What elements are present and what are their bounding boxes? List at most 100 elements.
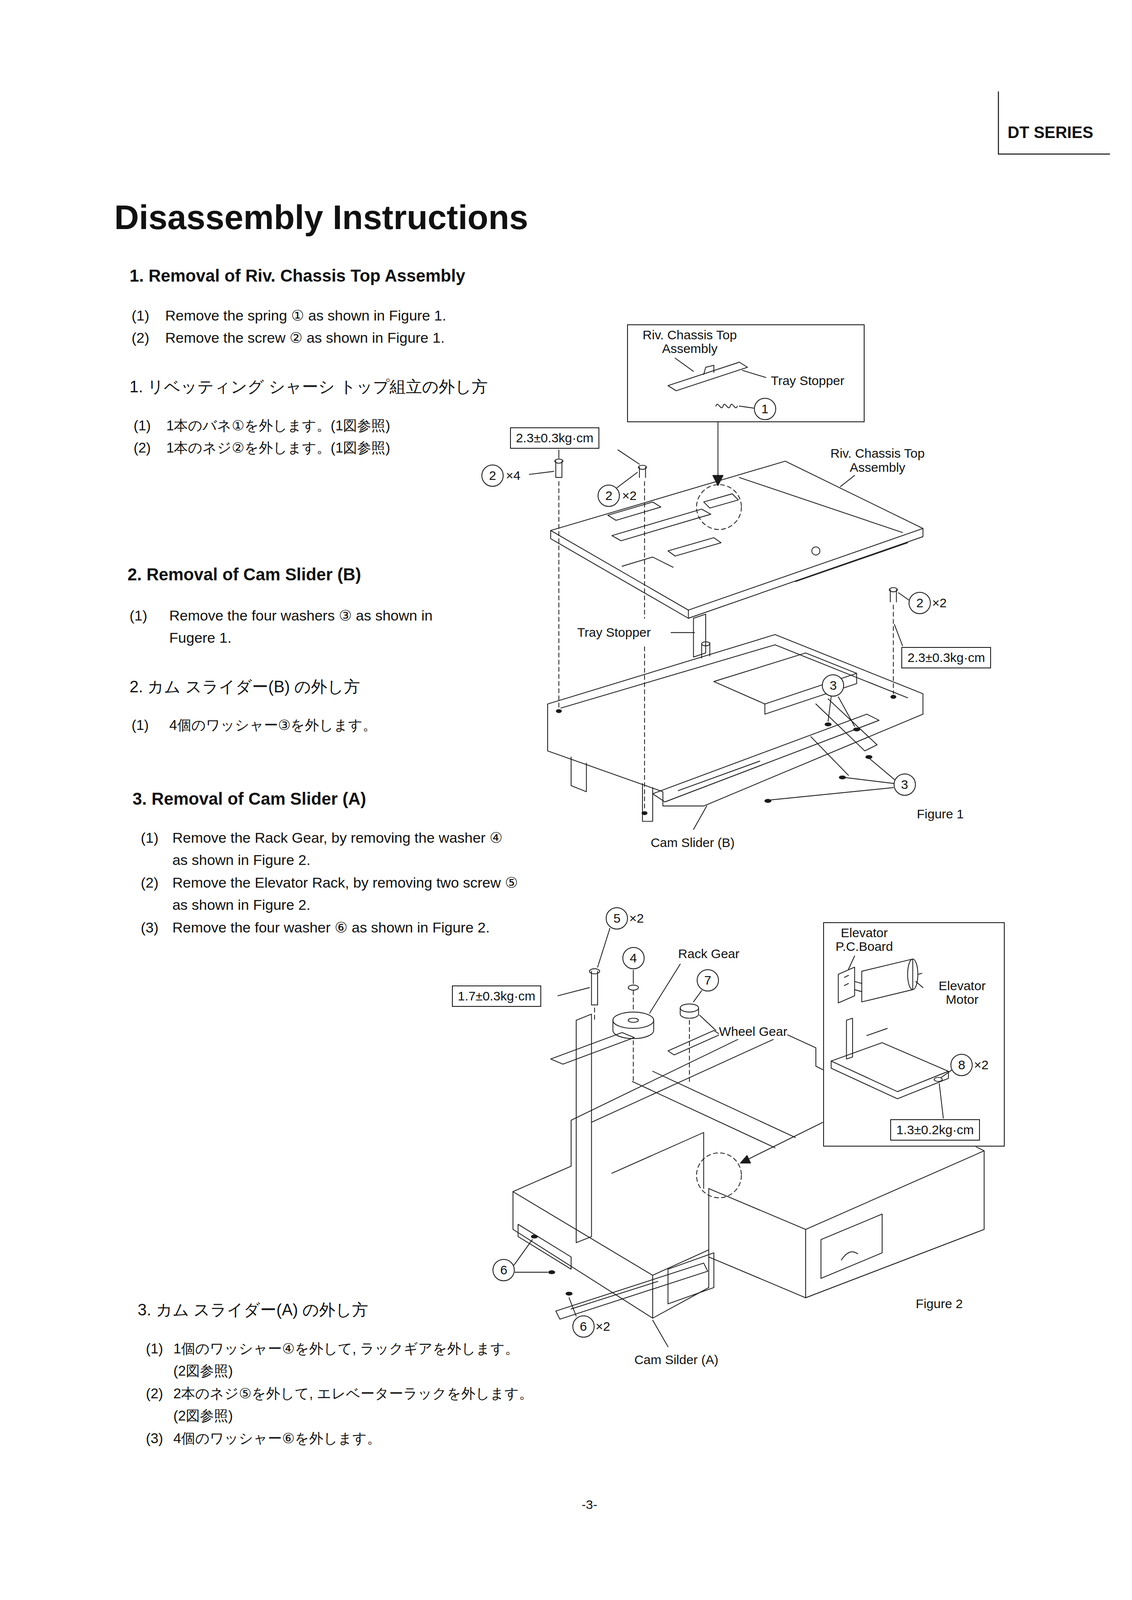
screw <box>639 466 646 478</box>
elevator-chassis <box>632 1081 775 1148</box>
riv-chassis-top-plate <box>688 609 690 619</box>
elevator-motor-detail <box>941 1069 952 1077</box>
part-label: Elevator P.C.Board <box>827 925 902 954</box>
callout-text: 2 <box>489 469 497 482</box>
step-number: (1) <box>145 1337 163 1360</box>
elevator-chassis <box>708 1150 985 1229</box>
tray-stopper-detail <box>668 362 748 391</box>
screw <box>591 970 598 1005</box>
riv-chassis-top-plate <box>668 537 722 556</box>
leader-line <box>693 805 707 830</box>
alignment-line <box>594 1007 596 1021</box>
step-number: (2) <box>131 326 150 349</box>
elevator-chassis <box>708 1187 710 1257</box>
washer <box>531 1234 538 1238</box>
lower-chassis <box>560 644 908 708</box>
cam-slider-a <box>518 1223 714 1319</box>
riv-chassis-top-plate <box>611 508 711 541</box>
instruction-text: Remove the Rack Gear, by removing the wa… <box>172 826 514 871</box>
callout-text: 5 <box>613 911 621 925</box>
instruction-text: Remove the screw ② as shown in Figure 1. <box>165 326 445 349</box>
wheel-gear <box>680 1007 699 1018</box>
cam-slider-b <box>652 713 880 802</box>
torque-value: 1.3±0.2kg·cm <box>890 1118 980 1141</box>
leader-line <box>671 631 695 633</box>
leader-line <box>699 1014 716 1030</box>
riv-chassis-top-plate <box>703 493 739 508</box>
elevator-motor-detail <box>838 966 855 1003</box>
lower-chassis <box>547 613 924 822</box>
lower-chassis <box>713 652 857 704</box>
elevator-motor-detail <box>915 981 924 988</box>
figure-caption: Figure 2 <box>915 1295 963 1311</box>
lower-chassis <box>571 756 587 792</box>
quantity-label: ×2 <box>932 595 947 611</box>
callout-number: 7 <box>696 968 719 992</box>
series-label: DT SERIES <box>1007 123 1094 142</box>
alignment-line <box>644 481 646 619</box>
callout-text: 4 <box>629 951 637 965</box>
elevator-chassis <box>805 1228 807 1298</box>
step-number: (1) <box>131 304 150 327</box>
leader-line <box>529 471 554 475</box>
leader-line <box>557 987 590 996</box>
step-number: (2) <box>145 1381 163 1405</box>
cam-slider-a <box>571 1281 658 1309</box>
callout-text: 6 <box>579 1319 587 1333</box>
alignment-line <box>558 481 560 708</box>
inset-box: Elevator P.C.BoardElevator Motor81.3±0.2… <box>823 921 1005 1147</box>
cam-slider-b <box>810 736 849 776</box>
quantity-label: ×2 <box>595 1318 610 1334</box>
washer <box>642 811 648 815</box>
detail-arrow <box>712 422 724 486</box>
alignment-line <box>633 990 634 1012</box>
elevator-motor-detail <box>831 1042 949 1092</box>
alignment-line <box>594 990 690 1081</box>
step-number: (1) <box>129 604 148 627</box>
washer <box>853 727 860 731</box>
leader-line <box>633 969 634 983</box>
part-label: Tray Stopper <box>770 372 845 389</box>
screw <box>890 589 897 602</box>
detail-arrow <box>748 1121 823 1159</box>
lower-chassis <box>765 673 857 714</box>
part-label: Riv. Chassis Top Assembly <box>821 445 935 475</box>
elevator-chassis <box>696 1152 742 1198</box>
part-label: Riv. Chassis Top Assembly <box>633 328 747 356</box>
torque-value: 2.3±0.3kg·cm <box>510 427 600 449</box>
detail-arrow <box>740 1155 751 1163</box>
washer <box>890 695 896 698</box>
instruction-text: 2本のネジ⑤を外して, エレベーターラックを外します。 (2図参照) <box>173 1381 550 1427</box>
page-number: -3- <box>546 1496 633 1512</box>
cam-slider-a <box>518 1223 572 1269</box>
leader-line <box>771 787 894 800</box>
elevator-motor-detail <box>934 1076 943 1082</box>
washer <box>531 1234 572 1295</box>
riv-chassis-top-plate <box>621 557 673 568</box>
wheel-gear <box>680 1003 699 1012</box>
lower-chassis <box>642 783 653 822</box>
quantity-label: ×2 <box>621 487 637 504</box>
cam-slider-a <box>555 1262 708 1319</box>
leader-line <box>513 928 716 1347</box>
elevator-chassis <box>652 1249 709 1276</box>
elevator-rack <box>550 1013 635 1243</box>
leader-line <box>868 757 895 780</box>
step-number: (1) <box>140 826 159 849</box>
elevator-chassis <box>652 1070 796 1138</box>
leader-line <box>828 696 832 722</box>
leader-line <box>652 1319 669 1347</box>
page-title: Disassembly Instructions <box>114 196 528 238</box>
tray-stopper-detail <box>674 357 694 372</box>
detail-arrow <box>740 1121 823 1163</box>
washer <box>765 799 772 803</box>
alignment-line <box>892 604 894 694</box>
detail-arrow <box>717 422 719 478</box>
elevator-chassis <box>841 1251 858 1260</box>
instruction-text: 1本のネジ②を外します。(1図参照) <box>166 436 391 459</box>
elevator-motor-detail <box>844 974 849 986</box>
tray-stopper-detail <box>742 370 766 378</box>
leader-line <box>515 1271 548 1273</box>
step-number: (2) <box>140 870 159 894</box>
